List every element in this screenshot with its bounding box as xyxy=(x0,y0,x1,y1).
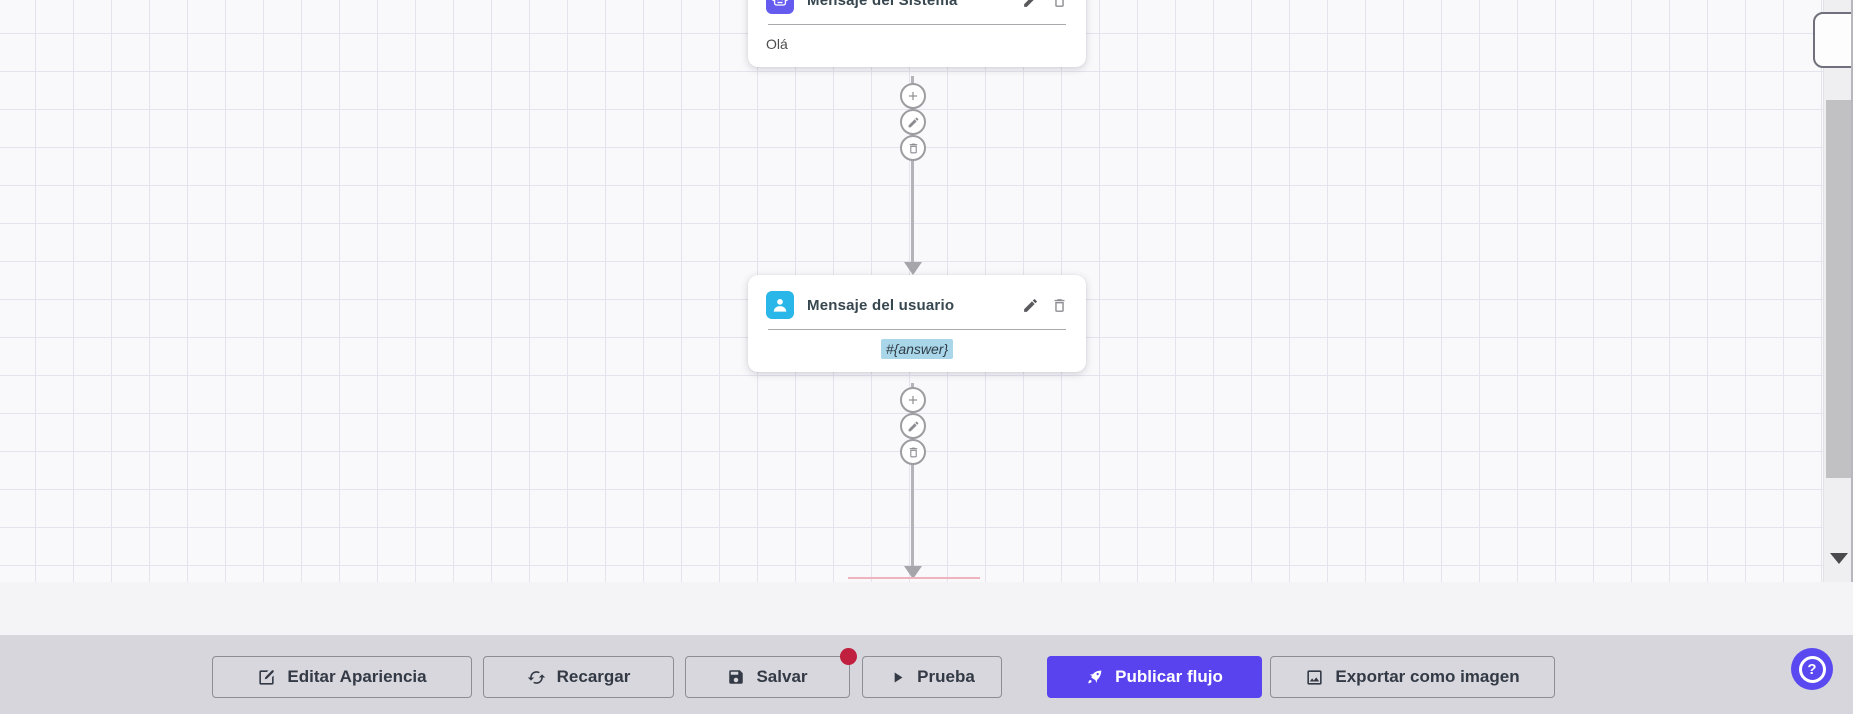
edit-step-button[interactable] xyxy=(900,413,926,439)
vertical-scrollbar[interactable] xyxy=(1823,0,1853,582)
scrollbar-thumb[interactable] xyxy=(1826,100,1853,478)
node-system-message[interactable]: Mensaje del Sistema Olá xyxy=(748,0,1086,67)
button-label: Recargar xyxy=(556,667,631,686)
button-label: Exportar como imagen xyxy=(1335,667,1520,686)
edit-appearance-button[interactable]: Editar Apariencia xyxy=(212,656,472,698)
node-header: Mensaje del Sistema xyxy=(748,0,1086,24)
save-icon xyxy=(727,668,745,686)
edit-node-icon[interactable] xyxy=(1021,296,1039,314)
publish-flow-button[interactable]: Publicar flujo xyxy=(1047,656,1262,698)
variable-chip[interactable]: #{answer} xyxy=(880,339,954,359)
canvas-footer-strip xyxy=(0,582,1853,635)
delete-node-icon[interactable] xyxy=(1050,296,1068,314)
flow-canvas[interactable]: Mensaje del Sistema Olá xyxy=(0,0,1823,582)
play-icon xyxy=(889,669,906,686)
test-button[interactable]: Prueba xyxy=(862,656,1002,698)
help-button[interactable]: ? xyxy=(1791,648,1833,690)
scrollbar-down-arrow[interactable] xyxy=(1830,553,1848,564)
user-icon xyxy=(766,291,794,319)
question-mark-icon: ? xyxy=(1798,655,1826,683)
node-content[interactable]: Olá xyxy=(766,36,788,52)
edit-step-button[interactable] xyxy=(900,109,926,135)
node-divider xyxy=(768,329,1066,330)
edge-arrowhead xyxy=(904,262,922,275)
button-label: Prueba xyxy=(917,667,975,686)
edit-node-icon[interactable] xyxy=(1021,0,1039,9)
edge-line xyxy=(911,76,914,262)
delete-step-button[interactable] xyxy=(900,439,926,465)
node-divider xyxy=(768,24,1066,25)
delete-step-button[interactable] xyxy=(900,135,926,161)
image-icon xyxy=(1305,668,1324,687)
export-image-button[interactable]: Exportar como imagen xyxy=(1270,656,1555,698)
node-content[interactable]: #{answer} xyxy=(748,330,1086,372)
add-step-button[interactable] xyxy=(900,83,926,109)
node-title: Mensaje del Sistema xyxy=(807,0,958,9)
add-step-button[interactable] xyxy=(900,387,926,413)
robot-icon xyxy=(766,0,794,14)
canvas-zoom-panel[interactable] xyxy=(1813,12,1853,68)
node-title: Mensaje del usuario xyxy=(807,296,955,314)
save-button[interactable]: Salvar xyxy=(685,648,857,698)
node-header: Mensaje del usuario xyxy=(748,275,1086,329)
button-label: Salvar xyxy=(756,667,808,686)
button-label: Editar Apariencia xyxy=(287,667,427,686)
edit-square-icon xyxy=(257,668,276,687)
node-user-message[interactable]: Mensaje del usuario #{answer} xyxy=(748,275,1086,372)
delete-node-icon[interactable] xyxy=(1050,0,1068,9)
unsaved-changes-dot xyxy=(840,648,857,665)
rocket-icon xyxy=(1086,668,1104,686)
refresh-icon xyxy=(527,668,546,687)
edge-line xyxy=(911,383,914,568)
reload-button[interactable]: Recargar xyxy=(483,656,674,698)
window-right-border xyxy=(1851,0,1853,714)
drop-indicator-line xyxy=(848,577,980,579)
bottom-toolbar: Editar Apariencia Recargar Salvar Prueba… xyxy=(0,635,1853,714)
edge-arrowhead xyxy=(904,566,922,579)
button-label: Publicar flujo xyxy=(1115,667,1223,686)
